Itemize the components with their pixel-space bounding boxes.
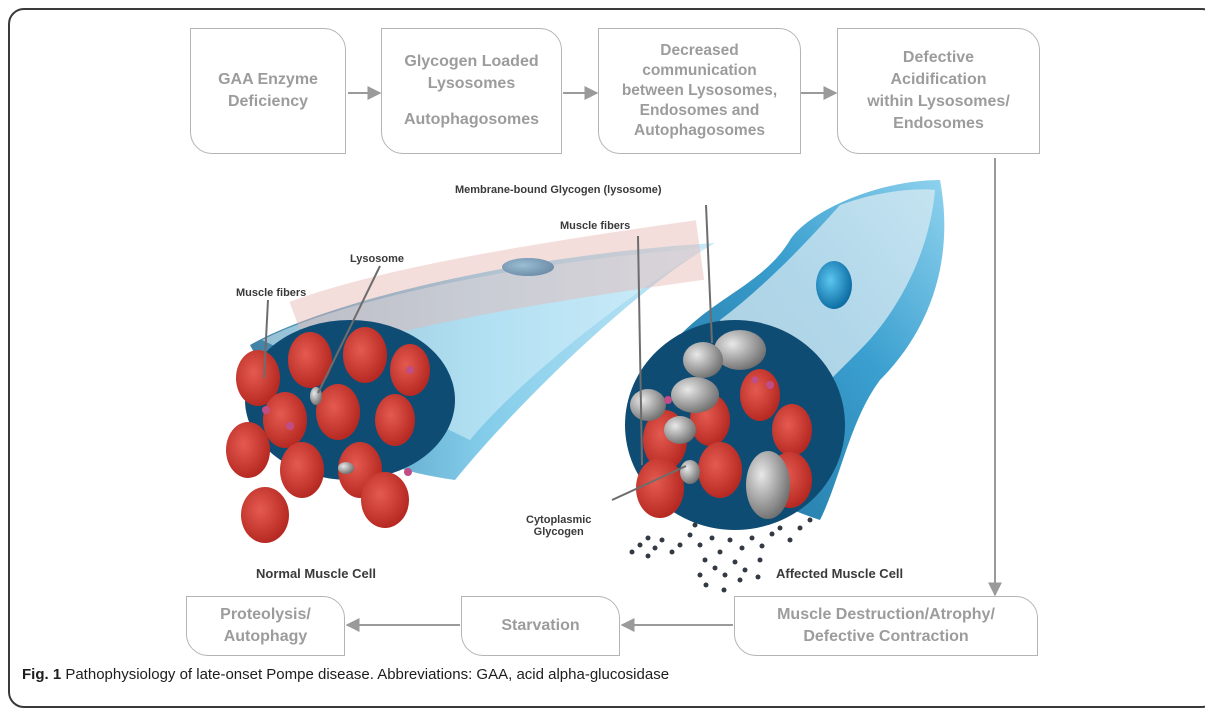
box5-line-2: Defective Contraction (803, 626, 968, 648)
box1-line-2: Deficiency (228, 91, 308, 113)
box4-line-3: within Lysosomes/ (867, 91, 1010, 113)
box4-line-2: Acidification (890, 69, 986, 91)
box3-line-3: between Lysosomes, (622, 81, 777, 101)
figure-caption: Fig. 1 Pathophysiology of late-onset Pom… (22, 666, 669, 683)
box3-line-2: communication (642, 61, 757, 81)
label-membrane-bound-glycogen: Membrane-bound Glycogen (lysosome) (455, 184, 662, 196)
label-cytoplasmic-line-2: Glycogen (526, 526, 591, 538)
box-muscle-destruction: Muscle Destruction/Atrophy/ Defective Co… (734, 596, 1038, 656)
box4-line-4: Endosomes (893, 113, 984, 135)
label-lysosome: Lysosome (350, 253, 404, 265)
box2-line-1: Glycogen Loaded (404, 51, 538, 73)
box3-line-5: Autophagosomes (634, 121, 765, 141)
label-cytoplasmic-line-1: Cytoplasmic (526, 514, 591, 526)
box1-line-1: GAA Enzyme (218, 69, 318, 91)
caption-fig-number: Fig. 1 (22, 666, 61, 683)
box4-line-1: Defective (903, 47, 974, 69)
box5-line-1: Muscle Destruction/Atrophy/ (777, 604, 995, 626)
box6-line-1: Starvation (501, 615, 579, 637)
box2-line-3: Autophagosomes (404, 109, 539, 131)
box7-line-1: Proteolysis/ (220, 604, 311, 626)
box-defective-acidification: Defective Acidification within Lysosomes… (837, 28, 1040, 154)
box7-line-2: Autophagy (224, 626, 308, 648)
box-gaa-enzyme-deficiency: GAA Enzyme Deficiency (190, 28, 346, 154)
label-muscle-fibers-left: Muscle fibers (236, 287, 306, 299)
label-muscle-fibers-right: Muscle fibers (560, 220, 630, 232)
box-decreased-communication: Decreased communication between Lysosome… (598, 28, 801, 154)
label-affected-muscle-cell: Affected Muscle Cell (776, 566, 903, 581)
box-starvation: Starvation (461, 596, 620, 656)
box3-line-1: Decreased (660, 41, 738, 61)
box3-line-4: Endosomes and (640, 101, 760, 121)
label-cytoplasmic-glycogen: Cytoplasmic Glycogen (526, 514, 591, 538)
caption-text: Pathophysiology of late-onset Pompe dise… (61, 666, 669, 683)
box-glycogen-loaded-lysosomes: Glycogen Loaded Lysosomes Autophagosomes (381, 28, 562, 154)
box2-line-2: Lysosomes (428, 73, 515, 95)
box-proteolysis-autophagy: Proteolysis/ Autophagy (186, 596, 345, 656)
label-normal-muscle-cell: Normal Muscle Cell (256, 566, 376, 581)
